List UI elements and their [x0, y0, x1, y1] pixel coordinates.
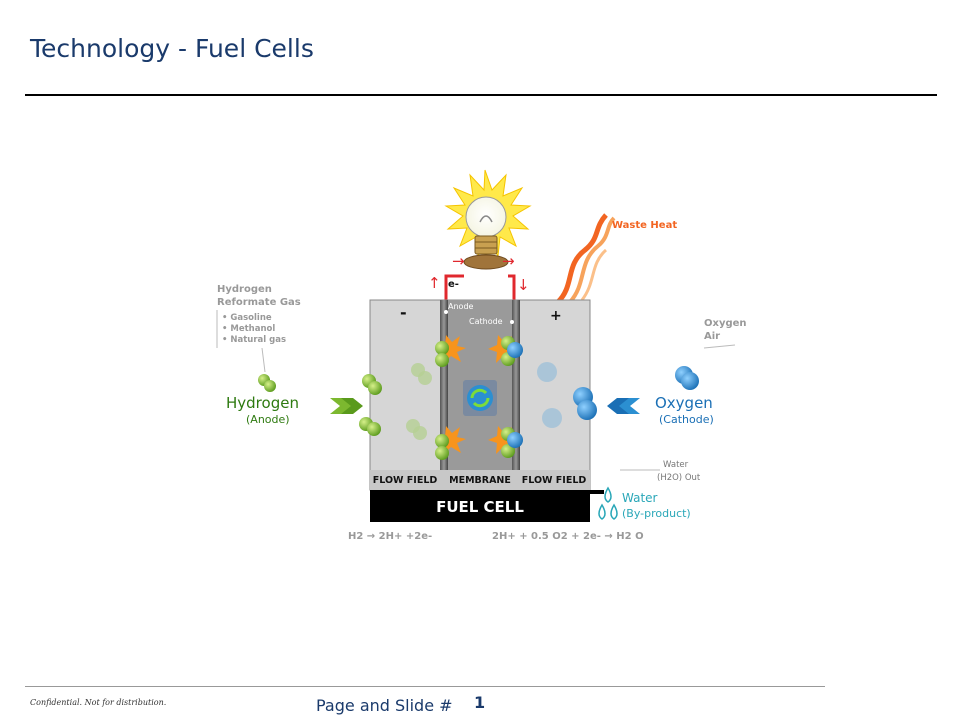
anode-label: Anode: [448, 302, 474, 311]
positive-terminal: +: [550, 308, 562, 324]
oxygen-molecules: [507, 342, 699, 448]
oxygen-air-line1: Oxygen: [704, 318, 747, 329]
waste-heat-icon: [556, 213, 616, 304]
hydrogen-role: (Anode): [246, 413, 290, 426]
reformate-item: • Methanol: [222, 324, 275, 334]
hydrogen-label: Hydrogen: [226, 394, 299, 412]
water-role: (By-product): [622, 507, 691, 520]
electron-label: e-: [448, 279, 459, 290]
fuel-cell-label: FUEL CELL: [436, 498, 524, 516]
title-divider: [25, 94, 937, 96]
electron-arrow-down-icon: ↓: [517, 276, 530, 294]
equation-cathode: 2H+ + 0.5 O2 + 2e- → H2 O: [492, 531, 644, 542]
hydrogen-arrow-icon: [330, 398, 363, 414]
water-out-line2: (H2O) Out: [657, 473, 701, 483]
oxygen-air-line2: Air: [704, 331, 720, 342]
section-label-membrane: MEMBRANE: [449, 475, 511, 486]
light-bulb-icon: [444, 169, 532, 270]
water-out-line1: Water: [663, 460, 689, 470]
oxygen-label: Oxygen: [655, 394, 713, 412]
reformate-title: Hydrogen: [217, 284, 272, 295]
electron-arrow-up-icon: ↑: [428, 274, 441, 292]
negative-terminal: -: [400, 303, 407, 322]
water-drop-icon: [598, 486, 618, 520]
section-label-flow-field-left: FLOW FIELD: [373, 475, 438, 486]
reformate-subtitle: Reformate Gas: [217, 297, 301, 308]
reformate-item: • Gasoline: [222, 313, 272, 323]
anode-marker: [444, 310, 448, 314]
waste-heat-label: Waste Heat: [612, 220, 677, 231]
oxygen-role: (Cathode): [659, 413, 714, 426]
section-label-flow-field-right: FLOW FIELD: [522, 475, 587, 486]
slide-title: Technology - Fuel Cells: [30, 34, 314, 63]
water-label: Water: [622, 491, 658, 505]
page-number: 1: [474, 693, 486, 712]
recycle-icon: [463, 380, 497, 416]
electric-circuit: → → ↑ ↓ e-: [428, 252, 530, 322]
electron-arrow-right-icon: →: [452, 252, 465, 270]
oxygen-arrow-icon: [607, 398, 640, 414]
page-label: Page and Slide #: [316, 696, 453, 715]
footer-divider: [25, 686, 825, 687]
reformate-callout: [216, 310, 266, 373]
cathode-marker: [510, 320, 514, 324]
oxygen-air-callout: [703, 344, 736, 349]
reformate-item: • Natural gas: [222, 335, 286, 345]
electron-arrow-right-icon: →: [502, 252, 515, 270]
cathode-label: Cathode: [469, 317, 503, 326]
confidential-notice: Confidential. Not for distribution.: [30, 698, 167, 707]
fuel-cell-body: [369, 299, 604, 522]
equation-anode: H2 → 2H+ +2e-: [348, 531, 432, 542]
